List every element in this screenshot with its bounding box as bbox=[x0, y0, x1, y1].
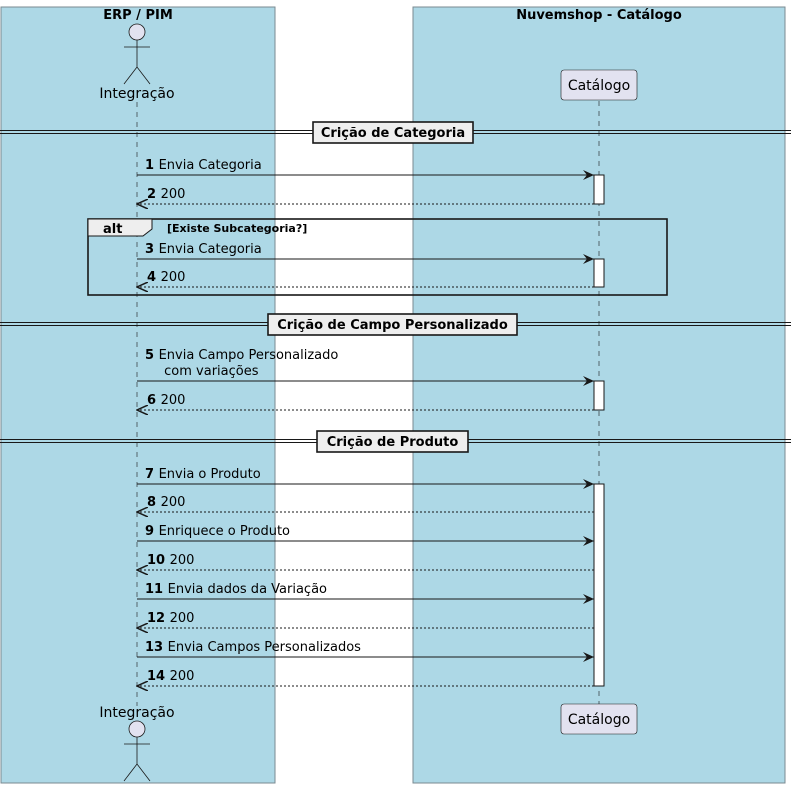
message-text: 200 bbox=[170, 669, 195, 684]
message-label: 12 200 bbox=[147, 611, 194, 626]
message-number: 2 bbox=[147, 187, 161, 202]
message-text: 200 bbox=[161, 393, 186, 408]
message-text: Envia Campo Personalizado bbox=[159, 348, 339, 363]
message-number: 8 bbox=[147, 495, 161, 510]
divider-label-box bbox=[267, 313, 518, 336]
activation-bar bbox=[593, 483, 605, 687]
message-text: Envia Categoria bbox=[159, 158, 262, 173]
actor-body-icon bbox=[123, 40, 151, 85]
message-number: 11 bbox=[145, 582, 168, 597]
divider-label-box bbox=[312, 121, 474, 144]
message-text: 200 bbox=[161, 187, 186, 202]
message-label: 5 Envia Campo Personalizado com variaçõe… bbox=[145, 348, 338, 379]
message-text: 200 bbox=[170, 611, 195, 626]
participant-label-integracao: Integração bbox=[99, 86, 174, 102]
message-text: Envia o Produto bbox=[159, 467, 261, 482]
participant-label-catalogo: Catálogo bbox=[568, 78, 630, 94]
message-label: 8 200 bbox=[147, 495, 185, 510]
alt-tab bbox=[87, 218, 153, 237]
participant-box-catalogo bbox=[560, 703, 638, 735]
message-text: com variações bbox=[160, 364, 259, 379]
divider-label: Crição de Categoria bbox=[321, 126, 465, 141]
actor-head-icon bbox=[128, 720, 146, 738]
message-number: 6 bbox=[147, 393, 161, 408]
message-text: Envia dados da Variação bbox=[168, 582, 327, 597]
divider-label: Crição de Produto bbox=[327, 435, 459, 450]
message-label: 2 200 bbox=[147, 187, 185, 202]
activation-bar bbox=[593, 174, 605, 205]
message-number: 12 bbox=[147, 611, 170, 626]
message-text: Envia Categoria bbox=[159, 242, 262, 257]
message-text: 200 bbox=[170, 553, 195, 568]
message-label: 11 Envia dados da Variação bbox=[145, 582, 327, 597]
message-label: 7 Envia o Produto bbox=[145, 467, 261, 482]
message-label: 6 200 bbox=[147, 393, 185, 408]
activation-bar bbox=[593, 258, 605, 288]
message-label: 14 200 bbox=[147, 669, 194, 684]
message-number: 14 bbox=[147, 669, 170, 684]
message-text: Envia Campos Personalizados bbox=[168, 640, 362, 655]
message-label: 10 200 bbox=[147, 553, 194, 568]
alt-keyword: alt bbox=[103, 222, 122, 237]
message-label: 4 200 bbox=[147, 270, 185, 285]
actor-head-icon bbox=[128, 23, 146, 41]
swimlane-title: ERP / PIM bbox=[103, 8, 173, 23]
actor-body-icon bbox=[123, 737, 151, 782]
swimlane-title: Nuvemshop - Catálogo bbox=[516, 8, 682, 23]
message-text: 200 bbox=[161, 495, 186, 510]
message-text: 200 bbox=[161, 270, 186, 285]
alt-condition: [Existe Subcategoria?] bbox=[167, 222, 307, 235]
swimlane-box bbox=[0, 6, 276, 784]
message-label: 13 Envia Campos Personalizados bbox=[145, 640, 361, 655]
message-number: 1 bbox=[145, 158, 159, 173]
divider-label-box bbox=[316, 430, 469, 453]
activation-bar bbox=[593, 380, 605, 411]
participant-label-integracao: Integração bbox=[99, 705, 174, 721]
message-number: 13 bbox=[145, 640, 168, 655]
message-number: 10 bbox=[147, 553, 170, 568]
message-number: 9 bbox=[145, 524, 159, 539]
participant-label-catalogo: Catálogo bbox=[568, 712, 630, 728]
message-number: 7 bbox=[145, 467, 159, 482]
participant-box-catalogo bbox=[560, 69, 638, 101]
message-number: 4 bbox=[147, 270, 161, 285]
message-text: Enriquece o Produto bbox=[159, 524, 290, 539]
message-label: 9 Enriquece o Produto bbox=[145, 524, 290, 539]
message-label: 1 Envia Categoria bbox=[145, 158, 262, 173]
alt-frame bbox=[87, 218, 668, 296]
message-number: 3 bbox=[145, 242, 159, 257]
divider-label: Crição de Campo Personalizado bbox=[277, 318, 508, 333]
message-label: 3 Envia Categoria bbox=[145, 242, 262, 257]
message-number: 5 bbox=[145, 348, 159, 363]
